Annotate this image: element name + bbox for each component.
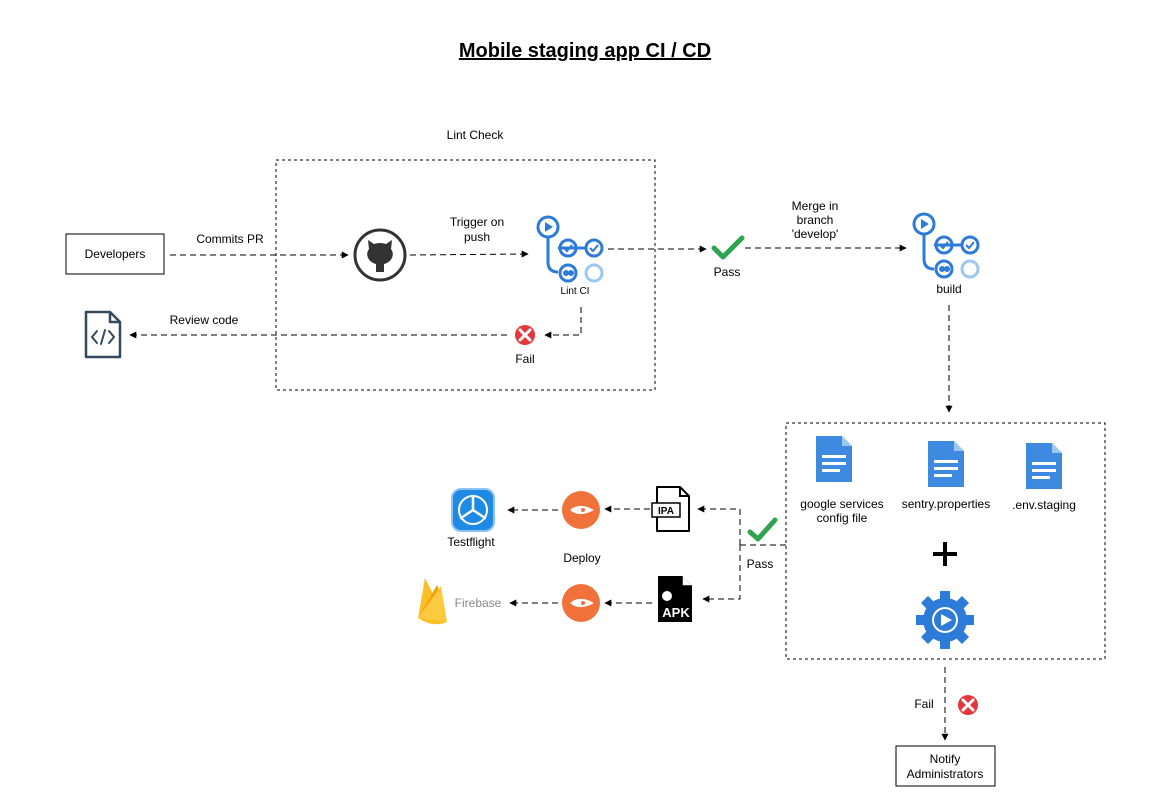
firebase-label: Firebase — [455, 596, 502, 610]
google-services-label-1: google services — [800, 497, 883, 511]
build-label: build — [936, 282, 961, 296]
lint-check-label: Lint Check — [447, 128, 505, 142]
apk-file-icon: APK — [658, 576, 692, 622]
edge-trigger-label-1: Trigger on — [450, 215, 504, 229]
merge-label-2: branch — [797, 213, 834, 227]
notify-admins-node[interactable]: Notify Administrators — [895, 745, 996, 787]
merge-label-3: 'develop' — [792, 227, 839, 241]
google-services-label-2: config file — [817, 511, 868, 525]
github-actions-icon-build — [912, 212, 980, 279]
testflight-label: Testflight — [447, 535, 495, 549]
gear-play-icon — [916, 591, 974, 649]
deploy-label: Deploy — [563, 551, 600, 565]
ipa-file-icon: IPA — [651, 486, 690, 532]
plus-icon — [933, 542, 957, 566]
lint-check-group — [275, 159, 656, 391]
env-staging-doc-icon — [1026, 443, 1062, 489]
developers-node[interactable]: Developers — [65, 233, 165, 275]
pass-check-icon-1 — [711, 235, 745, 260]
ipa-text: IPA — [658, 506, 674, 517]
github-icon — [353, 228, 407, 282]
github-actions-icon-lint — [536, 215, 604, 283]
build-config-group — [785, 422, 1106, 660]
notify-label-1: Notify — [930, 752, 961, 766]
edge-commits-pr-label: Commits PR — [196, 232, 264, 246]
env-staging-label: .env.staging — [1012, 498, 1076, 512]
edge-trigger-on-push — [409, 250, 529, 258]
pass-label-1: Pass — [714, 265, 741, 279]
fail-label-1: Fail — [515, 352, 534, 366]
firebase-icon — [418, 578, 447, 625]
edge-to-apk — [702, 545, 741, 603]
deploy-rocket-icon-ios — [562, 491, 600, 529]
fail-x-icon-1 — [515, 325, 535, 345]
notify-label-2: Administrators — [907, 767, 984, 781]
sentry-doc-icon — [928, 441, 964, 487]
lint-ci-label: Lint CI — [561, 286, 590, 297]
edge-trigger-label-2: push — [464, 230, 490, 244]
edge-lint-to-fail — [544, 307, 582, 339]
sentry-label: sentry.properties — [902, 497, 990, 511]
diagram-title: Mobile staging app CI / CD — [459, 40, 711, 62]
google-services-doc-icon — [816, 436, 852, 482]
testflight-icon — [451, 488, 495, 532]
pass-check-icon-2 — [747, 517, 778, 542]
code-file-icon — [84, 310, 122, 359]
deploy-rocket-icon-android — [562, 584, 600, 622]
fail-x-icon-2 — [958, 695, 978, 715]
apk-text: APK — [662, 605, 690, 620]
review-code-label: Review code — [170, 313, 239, 327]
merge-label-1: Merge in — [792, 199, 839, 213]
pass-label-2: Pass — [747, 557, 774, 571]
edge-to-ipa — [697, 505, 741, 545]
developers-label: Developers — [85, 247, 146, 261]
fail-label-2: Fail — [914, 697, 933, 711]
